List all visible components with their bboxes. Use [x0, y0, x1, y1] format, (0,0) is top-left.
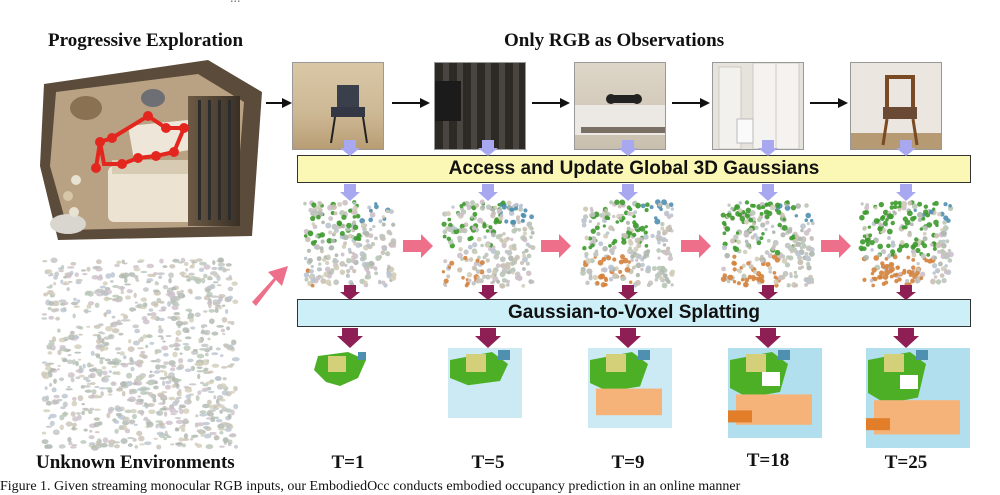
gaussian-panel	[858, 200, 954, 288]
down-arrow-icon	[340, 184, 360, 201]
only-rgb-header: Only RGB as Observations	[504, 30, 725, 51]
rgb-frame-1	[292, 62, 384, 150]
gaussian-panel	[720, 200, 815, 288]
unknown-environments-title: Unknown Environments	[36, 452, 235, 473]
gaussian-panel	[303, 199, 397, 288]
down-arrow-icon	[615, 328, 641, 348]
down-arrow-icon	[755, 328, 781, 348]
right-arrow-icon	[266, 98, 292, 108]
gaussian-panel	[580, 199, 676, 289]
down-arrow-icon	[896, 285, 916, 300]
top-cut-text: ...	[230, 0, 241, 7]
down-arrow-icon	[896, 140, 916, 156]
occupancy-map	[728, 348, 822, 438]
exploration-map	[40, 60, 262, 240]
timestep-label: T=1	[331, 452, 365, 473]
timestep-label: T=25	[884, 452, 928, 473]
progressive-exploration-title: Progressive Exploration	[48, 30, 244, 51]
down-arrow-icon	[340, 140, 360, 156]
down-arrow-icon	[896, 184, 916, 201]
down-arrow-icon	[758, 184, 778, 201]
down-arrow-icon	[478, 285, 498, 300]
right-arrow-icon	[672, 98, 710, 108]
timestep-label: T=9	[611, 452, 645, 473]
down-arrow-icon	[478, 140, 498, 156]
rgb-frame-3	[574, 62, 666, 150]
timestep-label: T=5	[471, 452, 505, 473]
right-arrow-icon	[821, 234, 851, 258]
rgb-frame-2	[434, 62, 526, 150]
rgb-frame-5	[850, 62, 942, 150]
occupancy-map	[866, 348, 970, 448]
pink-diagonal-arrow-icon	[252, 266, 288, 306]
unknown-environment-gaussian-cloud	[40, 257, 240, 451]
down-arrow-icon	[618, 184, 638, 201]
right-arrow-icon	[392, 98, 430, 108]
down-arrow-icon	[618, 140, 638, 156]
right-arrow-icon	[541, 234, 571, 258]
right-arrow-icon	[532, 98, 570, 108]
down-arrow-icon	[337, 328, 363, 348]
down-arrow-icon	[618, 285, 638, 300]
down-arrow-icon	[758, 140, 778, 156]
right-arrow-icon	[403, 234, 433, 258]
occupancy-map	[588, 348, 672, 428]
occupancy-map	[448, 348, 522, 418]
right-arrow-icon	[681, 234, 711, 258]
gaussian-to-voxel-banner: Gaussian-to-Voxel Splatting	[297, 299, 971, 327]
down-arrow-icon	[340, 285, 360, 300]
gaussian-panel	[441, 199, 536, 289]
rgb-frame-4	[712, 62, 804, 150]
access-update-gaussians-banner: Access and Update Global 3D Gaussians	[297, 155, 971, 183]
timestep-label: T=18	[746, 450, 790, 471]
down-arrow-icon	[478, 184, 498, 201]
occupancy-map	[314, 352, 366, 386]
down-arrow-icon	[893, 328, 919, 348]
down-arrow-icon	[475, 328, 501, 348]
figure-caption: Figure 1. Given streaming monocular RGB …	[0, 479, 741, 494]
right-arrow-icon	[810, 98, 848, 108]
down-arrow-icon	[758, 285, 778, 300]
